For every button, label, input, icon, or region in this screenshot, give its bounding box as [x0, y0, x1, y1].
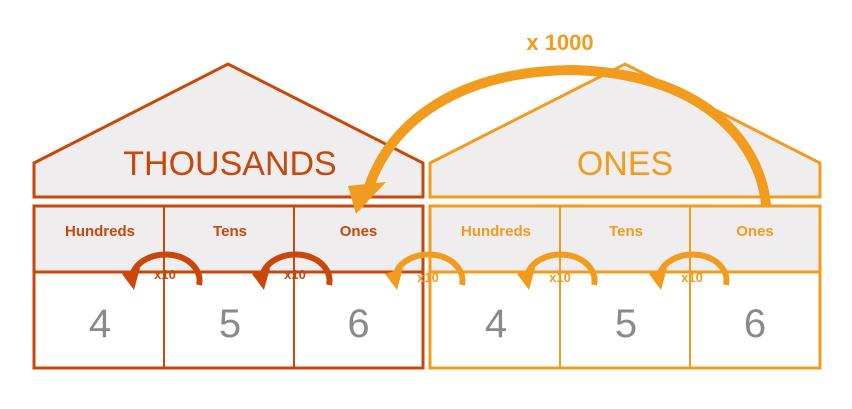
x10-label-1: x10: [154, 266, 176, 282]
thousands-header-row: [32, 204, 425, 274]
x10-label-2: x10: [284, 266, 306, 282]
thousands-header-tens: Tens: [213, 222, 247, 240]
curved-arrow-left-icon: [656, 251, 730, 286]
curved-arrow-left-icon: [129, 251, 203, 286]
ones-house: [428, 62, 822, 370]
ones-header-hundreds: Hundreds: [460, 222, 531, 240]
arrowhead-icon: [649, 268, 667, 290]
curved-arrow-left-icon: [259, 251, 333, 286]
x10-arrow-2: [252, 251, 333, 290]
ones-digit-tens: 5: [614, 301, 638, 346]
ones-header-ones: Ones: [736, 222, 774, 240]
ones-roof: [428, 62, 822, 199]
curved-arrow-left-icon: [392, 251, 466, 286]
thousands-house: [32, 62, 425, 370]
x10-arrow-5: [649, 251, 730, 290]
thousands-header-hundreds: Hundreds: [64, 222, 135, 240]
x10-arrow-1: [122, 251, 203, 290]
ones-header-row: [428, 204, 822, 274]
arrowhead-icon: [252, 268, 270, 290]
thousands-digit-ones: 6: [347, 301, 370, 346]
x1000-label: x 1000: [526, 30, 594, 55]
arrowhead-icon: [385, 268, 403, 290]
x10-label-5: x10: [681, 269, 703, 285]
ones-title: ONES: [576, 144, 674, 183]
thousands-digit-hundreds: 4: [88, 301, 112, 346]
x10-arrow-4: [517, 251, 598, 290]
arrowhead-icon: [122, 268, 140, 290]
ones-digit-ones: 6: [743, 301, 767, 346]
arrowhead-icon: [348, 182, 386, 214]
x10-arrow-3: [385, 251, 466, 290]
thousands-roof: [32, 62, 425, 199]
ones-digit-hundreds: 4: [484, 301, 508, 346]
ones-digit-row: [428, 270, 822, 370]
arrowhead-icon: [517, 268, 535, 290]
curved-arrow-left-icon: [363, 64, 771, 206]
x10-label-4: x10: [549, 269, 571, 285]
thousands-digit-tens: 5: [218, 301, 242, 346]
thousands-header-ones: Ones: [339, 222, 378, 240]
thousands-title: THOUSANDS: [123, 144, 337, 183]
x1000-arrow: [348, 64, 771, 214]
x10-label-3: x10: [417, 269, 439, 285]
thousands-digit-row: [32, 270, 425, 370]
ones-header-tens: Tens: [609, 222, 643, 240]
curved-arrow-left-icon: [524, 251, 598, 286]
